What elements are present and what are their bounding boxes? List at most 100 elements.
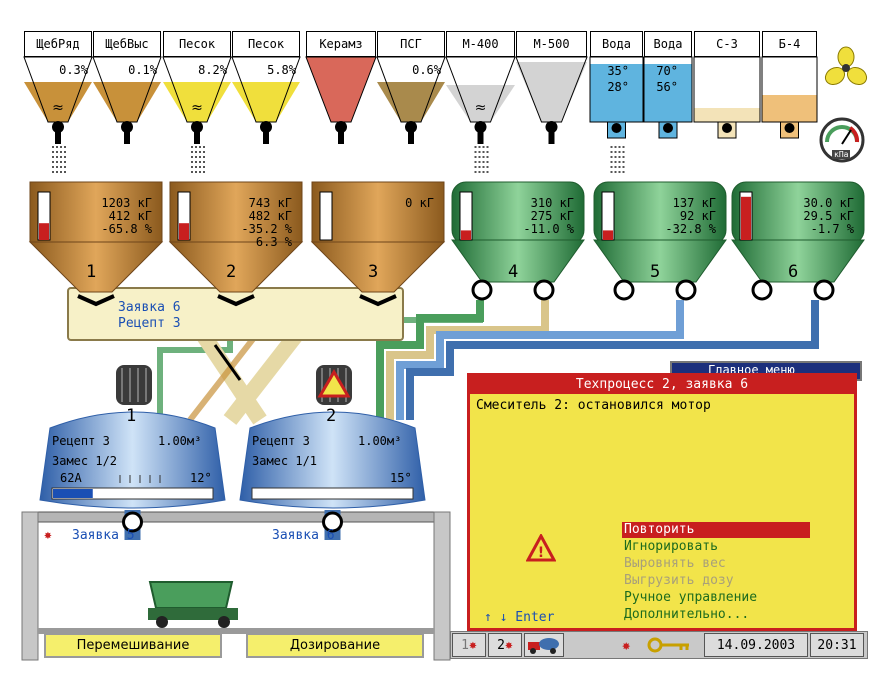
flow-dot — [622, 171, 625, 173]
flow-dot — [56, 156, 58, 158]
discharge-gate-icon[interactable] — [77, 294, 115, 307]
flow-dot — [474, 161, 477, 163]
vibrator-icon: ≈ — [191, 100, 203, 116]
tank-valve-icon[interactable] — [611, 123, 622, 133]
dialog-option-4[interactable]: Выгрузить дозу — [624, 573, 734, 588]
bin-outline — [305, 56, 377, 123]
discharge-valve-icon[interactable] — [813, 279, 835, 301]
dosing-button[interactable]: Дозирование — [246, 633, 424, 658]
flow-dot — [203, 171, 205, 173]
flow-dot — [60, 171, 62, 173]
bin-1 — [23, 56, 93, 144]
flow-dot — [478, 171, 481, 173]
flow-dot — [52, 156, 54, 158]
flow-dot — [56, 151, 58, 153]
flow-dot — [195, 156, 197, 158]
flow-dot — [64, 171, 66, 173]
flow-dot — [199, 156, 201, 158]
slot-1-alarm-icon: ✸ — [469, 637, 477, 653]
scale-1-line-1: 1203 кГ — [101, 196, 152, 210]
flow-dot — [56, 146, 58, 148]
scale-number-3: 3 — [368, 262, 379, 282]
flow-dot — [64, 161, 66, 163]
water-temp-b-9: 28° — [607, 80, 629, 94]
flow-dot — [614, 151, 617, 153]
flow-dot — [610, 166, 613, 168]
bin-4 — [231, 56, 301, 144]
truck-status[interactable] — [524, 633, 564, 657]
bin-outline — [231, 56, 301, 123]
flow-dot — [618, 146, 621, 148]
discharge-gate-icon[interactable] — [359, 294, 397, 307]
bin-outline — [445, 56, 516, 123]
bin-outline — [376, 56, 446, 123]
access-key-button[interactable] — [640, 633, 698, 657]
discharge-valve-icon[interactable] — [751, 279, 773, 301]
tank-valve-icon[interactable] — [784, 123, 795, 133]
flow-dot — [622, 146, 625, 148]
flow-dot — [474, 166, 477, 168]
scale-level-fill — [741, 196, 751, 240]
water-temp-a-9: 35° — [607, 64, 629, 78]
flow-dot — [199, 151, 201, 153]
dialog-option-2[interactable]: Игнорировать — [624, 539, 718, 554]
flow-dot — [482, 166, 485, 168]
scale-hopper-5 — [593, 181, 727, 301]
process-slot-1[interactable]: 1 ✸ — [452, 633, 486, 657]
scale-6-line-2: 29.5 кГ — [803, 209, 854, 223]
flow-dot — [203, 166, 205, 168]
process-slot-2[interactable]: 2 ✸ — [488, 633, 522, 657]
bin-11 — [693, 56, 761, 139]
tank-valve-icon[interactable] — [722, 123, 732, 133]
scale-2-line-3: -35.2 % — [241, 222, 292, 236]
bin-label-4: Песок — [232, 31, 300, 57]
discharge-valve-icon[interactable] — [613, 279, 635, 301]
flow-dot — [191, 166, 193, 168]
flow-dot — [191, 161, 193, 163]
gate-stem — [338, 130, 344, 144]
bin-level-4: 5.8% — [267, 63, 296, 77]
slot-2-alarm-icon: ✸ — [505, 637, 513, 653]
mixer-motor[interactable] — [116, 365, 152, 405]
discharge-valve-icon[interactable] — [533, 279, 555, 301]
bin-label-8: М-500 — [516, 31, 587, 57]
dialog-option-6[interactable]: Дополнительно... — [624, 607, 750, 622]
scale-4-line-2: 275 кГ — [530, 209, 574, 223]
floor-order-1: Заявка 5 — [72, 528, 135, 543]
discharge-gate-icon[interactable] — [217, 294, 255, 307]
flow-dot — [478, 161, 481, 163]
dialog-option-1[interactable]: Повторить — [622, 522, 810, 538]
scale-hopper-2 — [168, 181, 304, 307]
scale-cone — [731, 239, 865, 283]
gate-stem — [194, 130, 200, 144]
flow-dot — [622, 156, 625, 158]
mixer-gate-valve-icon[interactable] — [322, 511, 343, 533]
bin-level-2: 0.1% — [128, 63, 157, 77]
discharge-valve-icon[interactable] — [675, 279, 697, 301]
discharge-valve-icon[interactable] — [471, 279, 493, 301]
scale-5-line-2: 92 кГ — [679, 209, 716, 223]
mixer-2 — [239, 365, 426, 540]
scale-2-line-2: 482 кГ — [248, 209, 292, 223]
dialog-option-5[interactable]: Ручное управление — [624, 590, 758, 605]
scale-number-4: 4 — [508, 262, 519, 282]
dialog-option-3[interactable]: Выровнять вес — [624, 556, 726, 571]
bin-outline — [92, 56, 162, 123]
gate-stem — [548, 130, 555, 144]
mixer-2-batch: Замес 1/1 — [252, 454, 318, 468]
warning-icon: ! — [526, 534, 556, 562]
flow-dot — [191, 146, 193, 148]
bin-label-6: ПСГ — [377, 31, 445, 57]
scale-1-line-3: -65.8 % — [101, 222, 152, 236]
mixer-progress-track — [51, 487, 214, 500]
bin-level-3: 8.2% — [198, 63, 227, 77]
bin-fill — [516, 62, 587, 122]
dialog-title: Техпроцесс 2, заявка 6 — [470, 376, 854, 394]
mixer-2-temp: 15° — [390, 471, 412, 485]
tank-valve-icon[interactable] — [663, 123, 673, 133]
mixer-gate-valve-icon[interactable] — [122, 511, 143, 533]
flow-dot — [203, 146, 205, 148]
bin-fill — [377, 82, 445, 122]
mixing-button[interactable]: Перемешивание — [44, 633, 222, 658]
